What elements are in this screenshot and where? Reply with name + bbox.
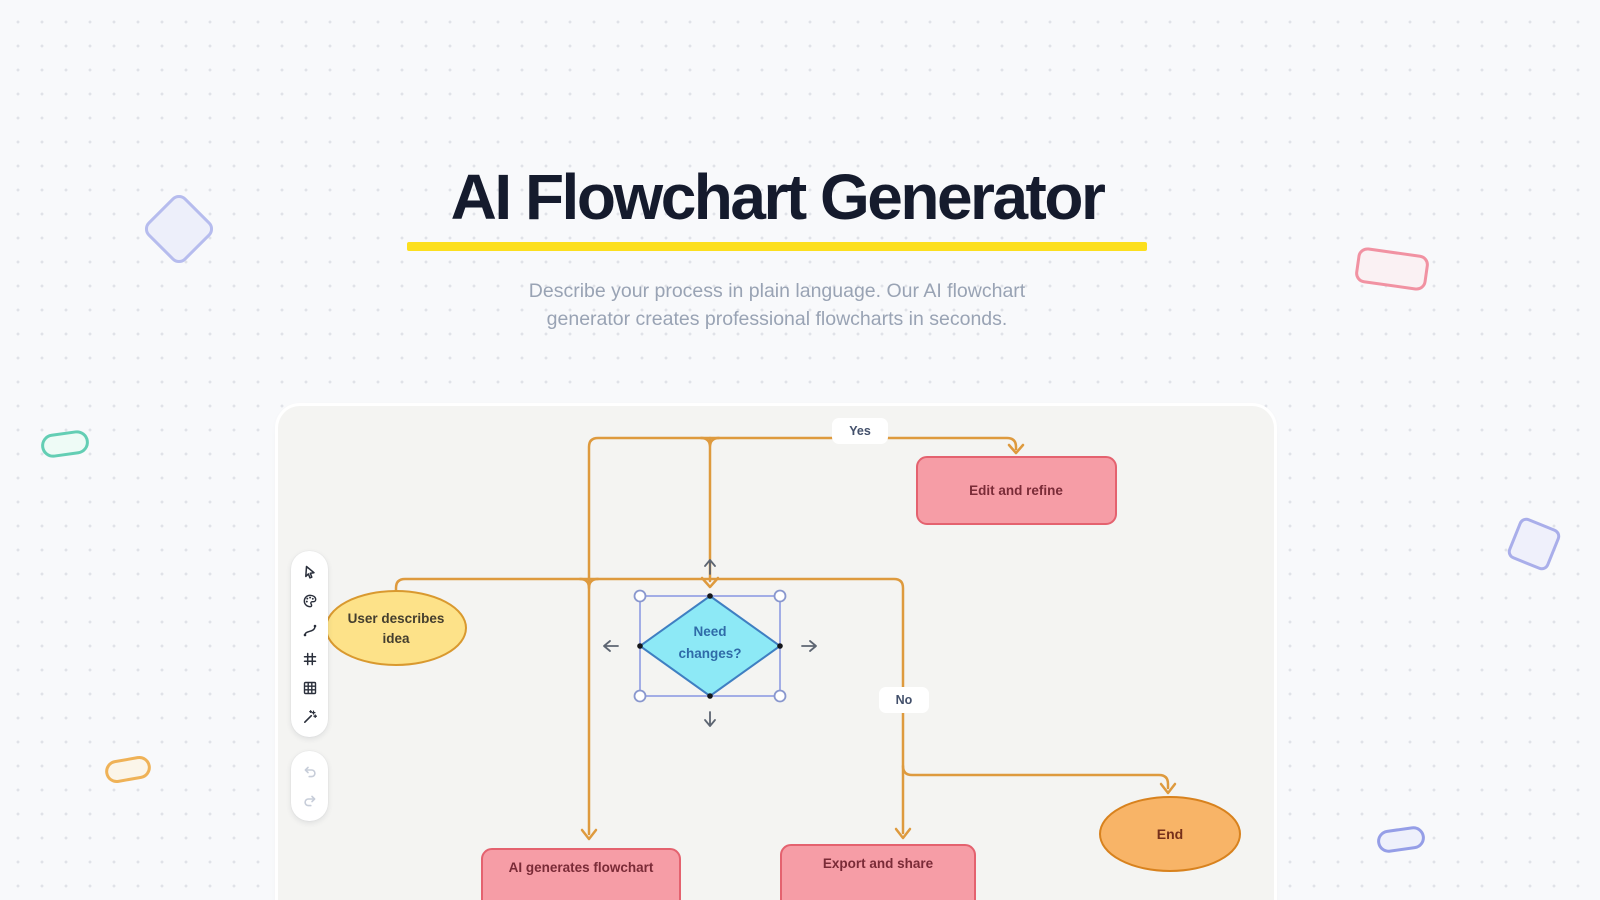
quick-connect-arrows [603, 559, 817, 727]
node-export[interactable]: Export and share [780, 844, 976, 900]
selection-midpoint[interactable] [707, 693, 713, 699]
end-ellipse[interactable] [1099, 796, 1241, 872]
arrowhead-export [894, 827, 912, 840]
subtitle-line-2: generator creates professional flowchart… [546, 308, 1008, 330]
tools-pill [291, 551, 328, 737]
edit-label: Edit and refine [969, 483, 1063, 498]
expand-arrow-left[interactable] [603, 640, 619, 652]
expand-arrow-up[interactable] [704, 559, 716, 575]
generate-label: AI generates flowchart [509, 860, 654, 875]
connector-into-decision [699, 436, 721, 583]
edge-no-label: No [896, 693, 913, 707]
history-pill [291, 751, 328, 821]
redo-icon [302, 793, 318, 809]
edge-yes-label: Yes [849, 424, 871, 438]
table-tool-button[interactable] [297, 675, 323, 700]
selection-handle-corner[interactable] [773, 589, 787, 603]
selection-midpoint[interactable] [707, 593, 713, 599]
select-tool-button[interactable] [297, 559, 323, 584]
node-start[interactable]: User describes idea [325, 590, 467, 666]
export-rect[interactable] [780, 844, 976, 900]
redo-button[interactable] [297, 788, 323, 813]
selection-midpoints [637, 593, 783, 699]
decision-label-line2: changes? [678, 646, 741, 661]
node-edit[interactable]: Edit and refine [916, 456, 1117, 525]
export-label: Export and share [823, 856, 934, 871]
edge-labels: Yes No [832, 418, 929, 713]
expand-arrow-down[interactable] [704, 711, 716, 727]
decision-label-line1: Need [693, 624, 726, 639]
arrowhead-generate [580, 828, 598, 841]
selection-midpoint[interactable] [637, 643, 643, 649]
selection-handle-corner[interactable] [633, 589, 647, 603]
start-label-line1: User describes [348, 611, 445, 626]
edge-yes-label-bg [832, 418, 888, 444]
canvas-toolbar [291, 551, 328, 821]
ai-generate-tool-button[interactable] [297, 704, 323, 729]
selection-handle-corner[interactable] [633, 689, 647, 703]
curve-connector-icon [302, 622, 318, 638]
frame-icon [302, 651, 318, 667]
selection-handles [633, 589, 787, 703]
cursor-icon [302, 564, 318, 580]
generate-rect[interactable] [481, 848, 681, 900]
arrowhead-edit [1007, 443, 1025, 455]
node-generate[interactable]: AI generates flowchart [481, 848, 681, 900]
node-end[interactable]: End [1099, 796, 1241, 872]
selection-handle-corner[interactable] [773, 689, 787, 703]
node-decision[interactable]: Need changes? [603, 559, 817, 727]
title-underline [407, 242, 1147, 251]
arrowhead-decision [700, 576, 720, 589]
palette-tool-button[interactable] [297, 588, 323, 613]
subtitle-line-1: Describe your process in plain language.… [528, 280, 1026, 302]
start-ellipse[interactable] [325, 590, 467, 666]
start-label-line2: idea [382, 631, 410, 646]
edge-no-label-bg [879, 687, 929, 713]
undo-icon [302, 764, 318, 780]
connector-tool-button[interactable] [297, 617, 323, 642]
connector-group [394, 436, 1177, 841]
undo-button[interactable] [297, 759, 323, 784]
arrowhead-end [1159, 782, 1177, 795]
grid-icon [302, 680, 318, 696]
end-label: End [1157, 826, 1183, 842]
frame-tool-button[interactable] [297, 646, 323, 671]
expand-arrow-right[interactable] [801, 640, 817, 652]
page-header: AI Flowchart Generator Describe your pro… [0, 160, 1577, 333]
magic-wand-icon [302, 709, 318, 725]
edit-rect[interactable] [916, 456, 1117, 525]
connector-start-to-export [394, 577, 905, 835]
connector-loop-top [587, 436, 1018, 836]
connector-export-to-end [901, 764, 1170, 790]
selection-midpoint[interactable] [777, 643, 783, 649]
page-title: AI Flowchart Generator [450, 161, 1106, 233]
palette-icon [302, 593, 318, 609]
page-subtitle: Describe your process in plain language.… [0, 277, 1577, 333]
